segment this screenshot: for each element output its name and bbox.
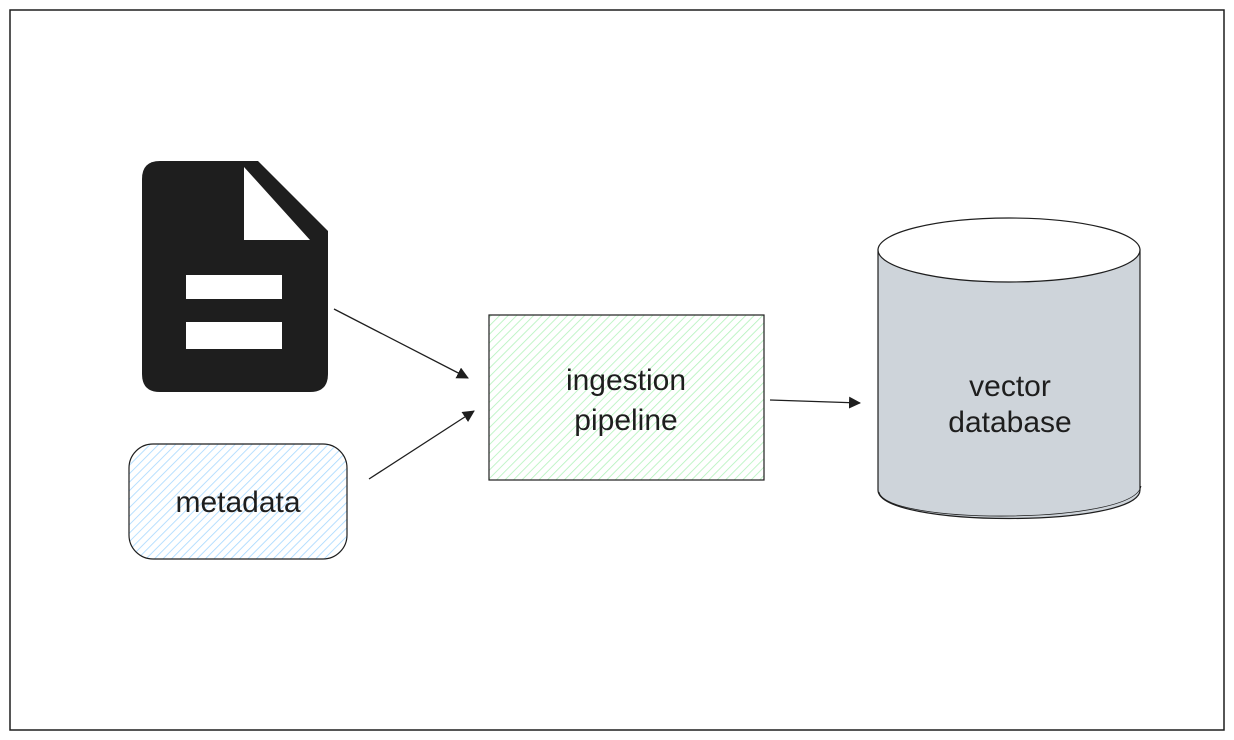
diagram-frame: [9, 9, 1225, 731]
arrow-document-to-pipeline: [333, 308, 469, 379]
pipeline-label-line2: pipeline: [574, 404, 677, 437]
database-label-line2: database: [948, 406, 1071, 439]
ingestion-pipeline-node: ingestion pipeline: [488, 314, 765, 481]
metadata-node: metadata: [128, 443, 348, 560]
arrow-metadata-to-pipeline: [368, 410, 475, 480]
database-label-line1: vector: [969, 370, 1051, 403]
document-icon: [142, 161, 328, 392]
arrow-pipeline-to-database: [769, 396, 861, 409]
vector-database-node: vector database: [877, 217, 1142, 520]
pipeline-label-line1: ingestion: [566, 364, 686, 397]
metadata-label: metadata: [175, 486, 300, 519]
